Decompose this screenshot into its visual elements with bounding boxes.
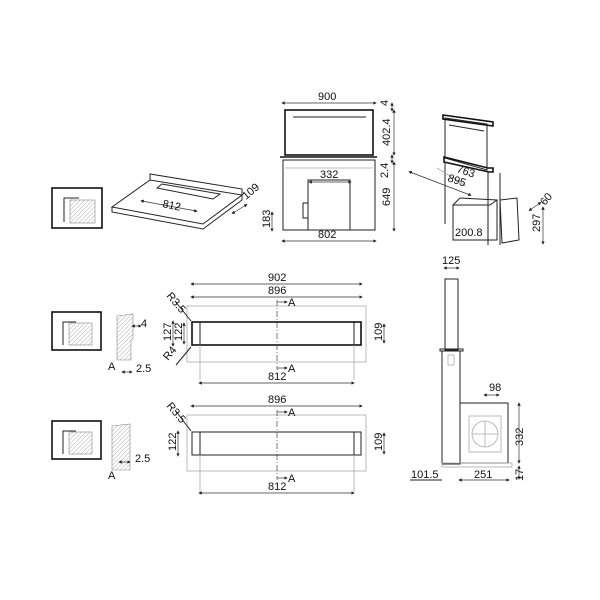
dim-125: 125 bbox=[442, 255, 460, 267]
dim-900: 900 bbox=[318, 91, 336, 103]
section-marker-bottom: A bbox=[288, 363, 296, 375]
dim-60: 60 bbox=[538, 191, 555, 208]
dim-895: 895 bbox=[446, 172, 467, 189]
section-label-a: A bbox=[108, 470, 116, 482]
dim-297: 297 bbox=[531, 214, 543, 232]
dim-200-8: 200.8 bbox=[455, 227, 483, 239]
install-type-icon-1 bbox=[51, 187, 103, 229]
section-marker-top: A bbox=[288, 297, 296, 309]
section-detail-flush: 4 A 2.5 bbox=[108, 313, 151, 375]
dim-101-5: 101.5 bbox=[411, 469, 439, 481]
dim-183: 183 bbox=[261, 210, 273, 228]
dim-332: 332 bbox=[514, 428, 526, 446]
dim-251: 251 bbox=[474, 469, 492, 481]
dim-17: 17 bbox=[514, 469, 526, 481]
section-detail-top: 2.5 A bbox=[108, 423, 150, 482]
dim-802: 802 bbox=[318, 229, 336, 241]
detail-dim-2-5: 2.5 bbox=[136, 363, 151, 375]
detail-dim-4: 4 bbox=[141, 318, 147, 330]
dim-812: 812 bbox=[268, 371, 286, 383]
section-label-a: A bbox=[108, 361, 116, 373]
dim-4: 4 bbox=[379, 100, 391, 106]
dim-896: 896 bbox=[268, 285, 286, 297]
dim-812: 812 bbox=[161, 198, 181, 214]
dim-896: 896 bbox=[268, 394, 286, 406]
detail-dim-2-5: 2.5 bbox=[135, 453, 150, 465]
front-view: 900 332 802 183 4 402.4 2.4 649 bbox=[261, 91, 396, 243]
dim-812: 812 bbox=[268, 481, 286, 493]
install-type-icon-3 bbox=[51, 420, 102, 460]
perspective-view: 763 895 200.8 60 297 bbox=[408, 114, 555, 245]
cutout-top-plan: A A 896 812 R3.5 122 109 bbox=[164, 394, 386, 495]
dim-402-4: 402.4 bbox=[381, 118, 393, 146]
section-marker-top: A bbox=[288, 407, 296, 419]
install-type-icon-2 bbox=[51, 311, 102, 351]
dim-763: 763 bbox=[455, 163, 476, 180]
section-marker-bottom: A bbox=[288, 473, 296, 485]
dim-122: 122 bbox=[167, 433, 179, 451]
dim-98: 98 bbox=[489, 382, 501, 394]
dim-2-4: 2.4 bbox=[379, 163, 391, 178]
dim-109: 109 bbox=[373, 323, 385, 341]
dim-122: 122 bbox=[173, 323, 185, 341]
dim-332: 332 bbox=[320, 169, 338, 181]
dim-109: 109 bbox=[373, 433, 385, 451]
dim-109: 109 bbox=[240, 181, 262, 202]
cutout-flush-plan: A A 902 896 812 R3.5 R4 127 122 109 bbox=[161, 272, 386, 385]
dim-902: 902 bbox=[268, 272, 286, 284]
countertop-view: 812 109 bbox=[110, 173, 262, 230]
dim-127: 127 bbox=[162, 323, 174, 341]
dim-r4: R4 bbox=[161, 344, 179, 362]
dim-649: 649 bbox=[381, 188, 393, 206]
side-view: 125 98 332 17 101.5 251 bbox=[410, 255, 526, 482]
